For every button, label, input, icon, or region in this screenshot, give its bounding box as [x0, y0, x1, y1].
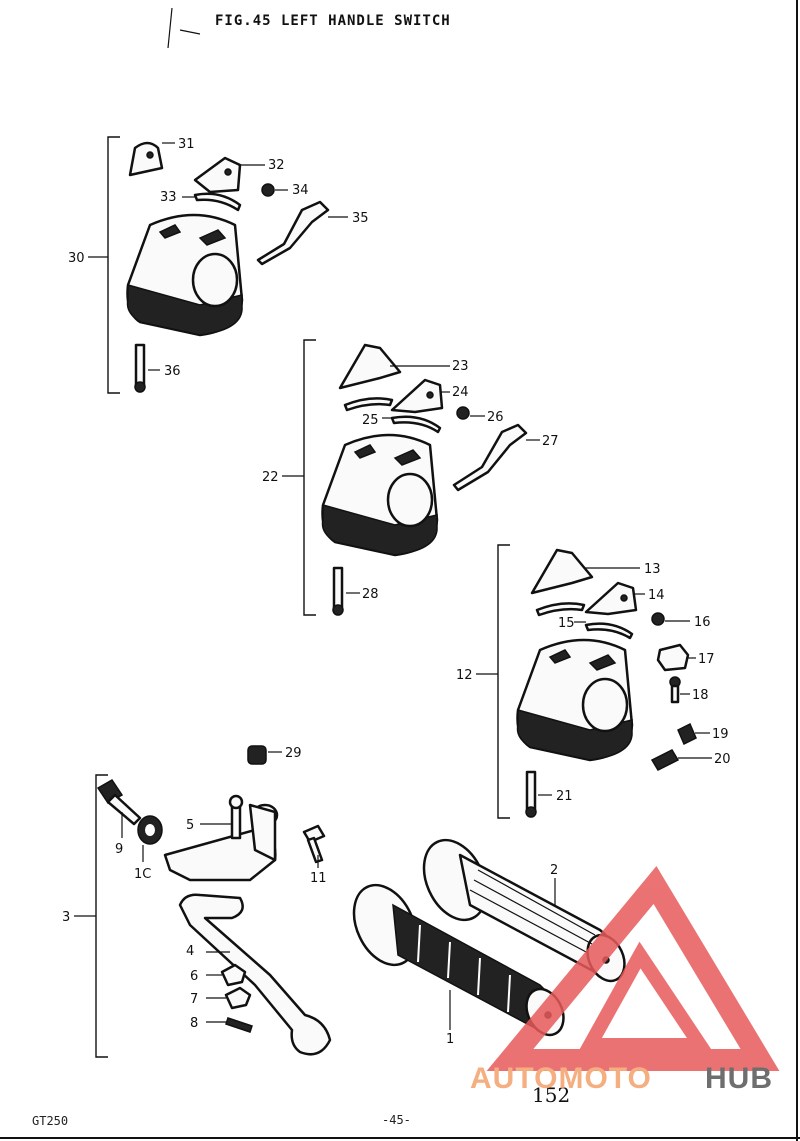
- label-21: 21: [556, 789, 573, 804]
- label-25: 25: [362, 413, 379, 428]
- watermark-text-automoto: AUTOMOTO: [470, 1062, 652, 1095]
- label-13: 13: [644, 562, 661, 577]
- part-29: 29: [247, 745, 302, 765]
- label-27: 27: [542, 434, 559, 449]
- watermark-logo: AUTOMOTO HUB: [470, 866, 780, 1095]
- label-24: 24: [452, 385, 469, 400]
- label-18: 18: [692, 688, 709, 703]
- label-31: 31: [178, 137, 195, 152]
- label-34: 34: [292, 183, 309, 198]
- label-16: 16: [694, 615, 711, 630]
- lever-assembly-3: 3 4 5 6 7 8 9 1C 11: [62, 774, 332, 1058]
- handwritten-number: 152: [532, 1083, 570, 1107]
- label-35: 35: [352, 211, 369, 226]
- watermark-inner-triangle-icon: [578, 941, 714, 1052]
- label-36: 36: [164, 364, 181, 379]
- label-3: 3: [62, 910, 70, 925]
- watermark-text-hub: HUB: [705, 1062, 773, 1095]
- label-10: 1C: [134, 867, 151, 882]
- label-2: 2: [550, 863, 558, 878]
- model-code: GT250: [32, 1114, 68, 1128]
- label-29: 29: [285, 746, 302, 761]
- switch-assembly-30: 30 31 32 33 34 35 36: [68, 136, 369, 394]
- label-23: 23: [452, 359, 469, 374]
- label-17: 17: [698, 652, 715, 667]
- watermark-triangle-icon: [486, 866, 780, 1071]
- label-30: 30: [68, 251, 85, 266]
- switch-assembly-12: 12 13 14 15 16 17 18 19 20 21: [456, 544, 731, 819]
- label-14: 14: [648, 588, 665, 603]
- label-7: 7: [190, 992, 198, 1007]
- figure-title: FIG.45 LEFT HANDLE SWITCH: [215, 13, 451, 29]
- label-20: 20: [714, 752, 731, 767]
- label-33: 33: [160, 190, 177, 205]
- switch-assembly-22: 22 23 24 25 26 27 28: [262, 339, 559, 616]
- label-15: 15: [558, 616, 575, 631]
- page-number: -45-: [382, 1113, 411, 1127]
- label-4: 4: [186, 944, 194, 959]
- label-19: 19: [712, 727, 729, 742]
- label-11: 11: [310, 871, 327, 886]
- label-5: 5: [186, 818, 194, 833]
- label-6: 6: [190, 969, 198, 984]
- label-32: 32: [268, 158, 285, 173]
- label-26: 26: [487, 410, 504, 425]
- label-12: 12: [456, 668, 473, 683]
- scan-mark: [167, 7, 201, 49]
- label-28: 28: [362, 587, 379, 602]
- label-22: 22: [262, 470, 279, 485]
- label-8: 8: [190, 1016, 198, 1031]
- label-9: 9: [115, 842, 123, 857]
- label-1: 1: [446, 1032, 454, 1047]
